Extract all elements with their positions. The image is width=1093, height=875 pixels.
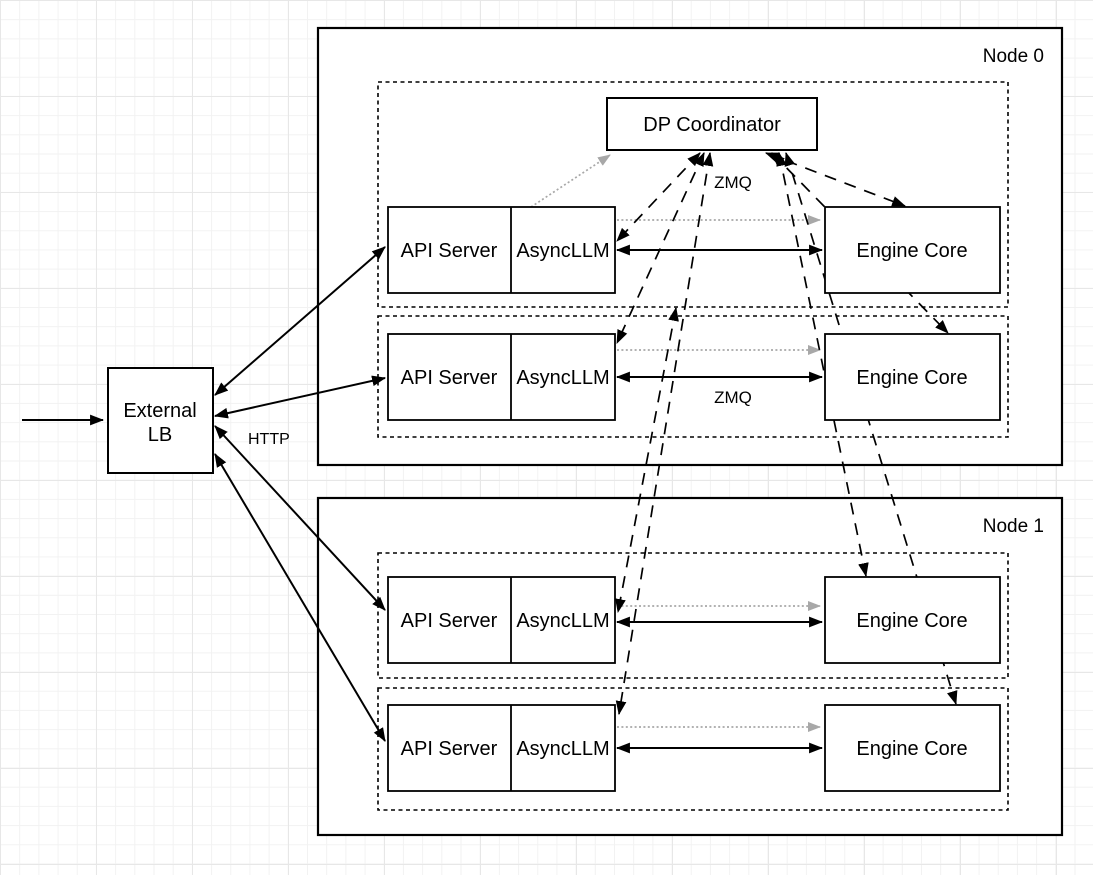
api-server-label-n1r2: API Server (401, 738, 498, 760)
zmq-label-n0r2: ZMQ (714, 388, 752, 407)
lb-apiserver-arrow-n0r2 (213, 375, 387, 419)
coordinator-asyncllm-dashed-arrow-n1r2 (615, 151, 714, 716)
asyncllm-label-n0r2: AsyncLLM (516, 367, 609, 389)
asyncllm-label-n1r1: AsyncLLM (516, 610, 609, 632)
engine-core-label-n1r2: Engine Core (856, 738, 967, 760)
engine-core-box-n0r2 (824, 333, 1001, 421)
zmq-label-coordinator: ZMQ (714, 173, 752, 192)
engine-core-box-n1r2 (824, 704, 1001, 792)
asyncllm-label-n0r1: AsyncLLM (516, 240, 609, 262)
engine-core-label-n0r1: Engine Core (856, 240, 967, 262)
engine-core-label-n0r2: Engine Core (856, 367, 967, 389)
engine-core-box-n1r1 (824, 576, 1001, 664)
apiserver-asyncllm-box-n0r2 (387, 333, 616, 421)
dashed-coordinator-links (615, 151, 958, 716)
dp-coordinator-box (606, 97, 818, 151)
worker-row-n1r2: API Server AsyncLLM Engine Core (387, 704, 1001, 792)
worker-row-n0r2: API Server AsyncLLM Engine Core (387, 333, 1001, 421)
node0-label: Node 0 (983, 46, 1044, 67)
apiserver-asyncllm-box-n1r1 (387, 576, 616, 664)
api-server-label-n0r1: API Server (401, 240, 498, 262)
http-label: HTTP (248, 431, 290, 448)
worker-row-n1r1: API Server AsyncLLM Engine Core (387, 576, 1001, 664)
node1-label: Node 1 (983, 516, 1044, 537)
external-lb: External LB (107, 367, 214, 474)
lb-apiserver-arrow-n0r1 (214, 246, 386, 396)
engine-core-label-n1r1: Engine Core (856, 610, 967, 632)
external-lb-box (107, 367, 214, 474)
apiserver-asyncllm-box-n1r2 (387, 704, 616, 792)
dp-coordinator-label: DP Coordinator (643, 114, 781, 136)
external-lb-label-line1: External (123, 400, 196, 422)
lb-apiserver-arrow-n1r2 (214, 453, 386, 742)
worker-row-n0r1: API Server AsyncLLM Engine Core (387, 206, 1001, 294)
engine-core-box-n0r1 (824, 206, 1001, 294)
apiserver-asyncllm-box-n0r1 (387, 206, 616, 294)
asyncllm-label-n1r2: AsyncLLM (516, 738, 609, 760)
api-server-label-n0r2: API Server (401, 367, 498, 389)
external-lb-label-line2: LB (148, 424, 172, 446)
api-server-label-n1r1: API Server (401, 610, 498, 632)
solid-arrows (22, 244, 824, 754)
dp-coordinator: DP Coordinator (606, 97, 818, 151)
